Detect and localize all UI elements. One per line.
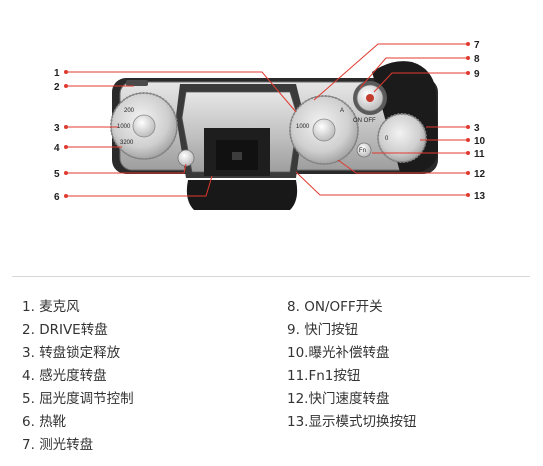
exposure-compensation-dial: 0 [377,113,427,163]
legend-text: 热靴 [39,414,67,430]
legend-number: 13. [287,414,309,430]
legend-text: 曝光补偿转盘 [308,345,390,361]
legend-text: DRIVE转盘 [39,322,108,338]
legend-item: 8. ON/OFF开关 [287,296,416,319]
viewfinder-housing [176,84,304,210]
legend-list-left: 1. 麦克风 2. DRIVE转盘 3. 转盘锁定释放 4. 感光度转盘 5. … [22,296,134,457]
legend-item: 9. 快门按钮 [287,319,416,342]
legend-number: 9. [287,322,300,338]
iso-mark-1000: 1000 [117,124,131,130]
callout-1: 1 [54,68,60,79]
ev-mark-zero: 0 [385,136,389,142]
legend-item: 5. 屈光度调节控制 [22,388,134,411]
legend-text: Fn1按钮 [308,368,361,384]
legend-number: 6. [22,414,35,430]
legend-item: 13.显示模式切换按钮 [287,411,416,434]
fn-mark: Fn [359,148,366,154]
section-divider [12,276,530,277]
legend-text: 转盘锁定释放 [39,345,121,361]
legend-item: 7. 测光转盘 [22,434,134,457]
shutter-mark-a: A [340,108,344,114]
legend-number: 10. [287,345,309,361]
microphone-grill [126,80,148,86]
iso-mark-200: 200 [124,108,135,114]
legend-number: 1. [22,299,35,315]
eyecup [186,180,298,210]
legend-text: 测光转盘 [39,437,94,453]
legend-item: 3. 转盘锁定释放 [22,342,134,365]
callout-9: 9 [474,69,480,80]
callout-3-right: 3 [474,123,480,134]
legend-text: ON/OFF开关 [304,299,383,315]
legend-text: 显示模式切换按钮 [308,414,417,430]
legend-item: 10.曝光补偿转盘 [287,342,416,365]
legend-number: 8. [287,299,300,315]
shutter-button-assembly: ON OFF [353,81,387,124]
legend-number: 3. [22,345,35,361]
legend-item: 2. DRIVE转盘 [22,319,134,342]
callout-10: 10 [474,136,486,147]
iso-dial: 200 1000 3200 [110,92,178,160]
callout-3-left: 3 [54,123,60,134]
callout-2: 2 [54,82,60,93]
legend-number: 11. [287,368,309,384]
legend-number: 12. [287,391,309,407]
legend-item: 12.快门速度转盘 [287,388,416,411]
callout-8: 8 [474,54,480,65]
legend-item: 4. 感光度转盘 [22,365,134,388]
legend-item: 6. 热靴 [22,411,134,434]
legend-text: 快门按钮 [304,322,359,338]
on-off-mark: ON OFF [353,118,376,124]
legend-number: 7. [22,437,35,453]
legend-text: 麦克风 [39,299,80,315]
callout-7: 7 [474,40,480,51]
leader-lines [66,43,468,197]
legend-text: 感光度转盘 [39,368,107,384]
legend-number: 2. [22,322,35,338]
legend-item: 11.Fn1按钮 [287,365,416,388]
legend-item: 1. 麦克风 [22,296,134,319]
callout-4: 4 [54,143,60,154]
callout-5: 5 [54,169,60,180]
leader-dots [64,42,470,198]
iso-mark-3200: 3200 [120,140,134,146]
camera-top-diagram: 200 1000 3200 A 1000 ON OFF 0 Fn [54,40,486,210]
shutter-speed-dial: A 1000 [289,95,359,165]
legend-list-right: 8. ON/OFF开关 9. 快门按钮 10.曝光补偿转盘 11.Fn1按钮 1… [287,296,416,434]
legend-text: 快门速度转盘 [308,391,390,407]
legend-text: 屈光度调节控制 [39,391,134,407]
legend-number: 4. [22,368,35,384]
diopter-knob [177,149,195,167]
shutter-mark-1000: 1000 [296,124,310,130]
callout-11: 11 [474,149,485,160]
callout-12: 12 [474,169,486,180]
fn-button: Fn [356,142,372,158]
legend-number: 5. [22,391,35,407]
callout-13: 13 [474,191,486,202]
callout-6: 6 [54,192,60,203]
